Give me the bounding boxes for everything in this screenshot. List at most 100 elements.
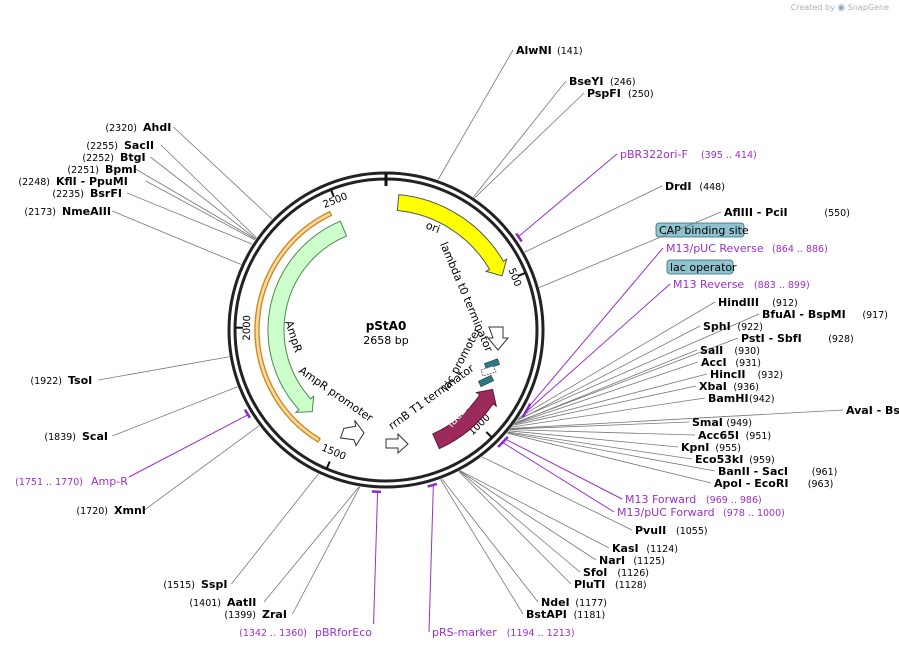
- enzyme-avai-bsobi-tspmi-xmai-name[interactable]: AvaI - BsoBI - TspMI - XmaI: [846, 404, 899, 417]
- enzyme-acc65i[interactable]: Acc65I(951): [698, 429, 771, 442]
- enzyme-bfuai-bspmi-position: (917): [862, 310, 888, 321]
- enzyme-bfuai-bspmi[interactable]: BfuAI - BspMI (917): [762, 308, 888, 321]
- primer-m13-reverse-name[interactable]: M13 Reverse: [673, 278, 744, 291]
- features: [254, 194, 508, 450]
- enzyme-sspi-name[interactable]: SspI: [201, 578, 227, 591]
- primer-m13-reverse[interactable]: M13 Reverse(883 .. 899): [673, 278, 810, 291]
- primer-m13-puc-forward[interactable]: M13/pUC Forward(978 .. 1000): [617, 506, 785, 519]
- enzyme-eco53ki-name[interactable]: Eco53kI: [695, 453, 743, 466]
- enzyme-drdi-name[interactable]: DrdI: [665, 180, 692, 193]
- enzyme-apoi-ecori-name[interactable]: ApoI - EcoRI: [714, 477, 788, 490]
- enzyme-apoi-ecori[interactable]: ApoI - EcoRI(963): [714, 477, 833, 490]
- primer-prs-marker-name[interactable]: pRS-marker: [432, 626, 497, 639]
- enzyme-bsrfi-name[interactable]: BsrFI: [90, 187, 122, 200]
- enzyme-pspfi[interactable]: PspFI(250): [587, 87, 654, 100]
- enzyme-ndei[interactable]: NdeI(1177): [541, 596, 607, 609]
- enzyme-eco53ki[interactable]: Eco53kI(959): [695, 453, 775, 466]
- primer-m13-puc-reverse[interactable]: M13/pUC Reverse(864 .. 886): [666, 242, 828, 255]
- enzyme-banii-saci[interactable]: BanII - SacI(961): [718, 465, 837, 478]
- enzyme-acci-name[interactable]: AccI: [701, 356, 727, 369]
- enzyme-ndei-name[interactable]: NdeI: [541, 596, 570, 609]
- primer-amp-r[interactable]: Amp-R(1751 .. 1770): [15, 475, 128, 488]
- enzyme-sphi[interactable]: SphI(922): [703, 320, 763, 333]
- enzyme-nmeaiii-name[interactable]: NmeAIII: [62, 205, 111, 218]
- enzyme-afliii-pcii-name[interactable]: AflIII - PciI: [724, 206, 788, 219]
- enzyme-sacii[interactable]: SacII(2255): [86, 139, 154, 152]
- primer-amp-r-name[interactable]: Amp-R: [91, 475, 128, 488]
- enzyme-drdi[interactable]: DrdI(448): [665, 180, 725, 193]
- primer-pbr322ori-f-name[interactable]: pBR322ori-F: [620, 148, 688, 161]
- enzyme-nmeaiii[interactable]: NmeAIII(2173): [24, 205, 111, 218]
- enzyme-kasi[interactable]: KasI(1124): [612, 542, 678, 555]
- primer-m13-forward[interactable]: M13 Forward(969 .. 986): [625, 493, 762, 506]
- primer-prs-marker[interactable]: pRS-marker(1194 .. 1213): [432, 626, 575, 639]
- enzyme-psti-sbfi[interactable]: PstI - SbfI(928): [741, 332, 854, 345]
- enzyme-sfoi-name[interactable]: SfoI: [583, 566, 607, 579]
- enzyme-bamhi[interactable]: BamHI(942): [708, 392, 775, 405]
- enzyme-afliii-pcii[interactable]: AflIII - PciI(550): [724, 206, 850, 219]
- enzyme-pvuii-name[interactable]: PvuII: [635, 524, 666, 537]
- enzyme-pvuii[interactable]: PvuII(1055): [635, 524, 708, 537]
- enzyme-bstapi[interactable]: BstAPI(1181): [526, 608, 605, 621]
- enzyme-pspfi-name[interactable]: PspFI: [587, 87, 621, 100]
- enzyme-tsoi[interactable]: TsoI(1922): [30, 374, 92, 387]
- enzyme-btgi[interactable]: BtgI(2252): [82, 151, 145, 164]
- enzyme-pluti[interactable]: PluTI(1128): [574, 578, 647, 591]
- enzyme-xbai-name[interactable]: XbaI: [699, 380, 727, 393]
- enzyme-bsrfi[interactable]: BsrFI(2235): [52, 187, 122, 200]
- enzyme-bamhi-name[interactable]: BamHI: [708, 392, 749, 405]
- enzyme-acci[interactable]: AccI(931): [701, 356, 761, 369]
- enzyme-smai-name[interactable]: SmaI: [692, 416, 723, 429]
- enzyme-alwni-name[interactable]: AlwNI: [516, 44, 552, 57]
- enzyme-ahdi-name[interactable]: AhdI: [143, 121, 171, 134]
- enzyme-kfli-ppumi[interactable]: KflI - PpuMI(2248): [18, 175, 127, 188]
- primer-pbr322ori-f[interactable]: pBR322ori-F(395 .. 414): [620, 148, 757, 161]
- enzyme-bseyi[interactable]: BseYI(246): [569, 75, 636, 88]
- enzyme-banii-saci-name[interactable]: BanII - SacI: [718, 465, 788, 478]
- enzyme-hindiii-name[interactable]: HindIII: [718, 296, 759, 309]
- enzyme-zrai-name[interactable]: ZraI: [262, 608, 287, 621]
- enzyme-acc65i-name[interactable]: Acc65I: [698, 429, 739, 442]
- primer-m13-puc-forward-name[interactable]: M13/pUC Forward: [617, 506, 715, 519]
- enzyme-hindiii[interactable]: HindIII(912): [718, 296, 798, 309]
- enzyme-sacii-name[interactable]: SacII: [124, 139, 154, 152]
- enzyme-xmni[interactable]: XmnI(1720): [76, 504, 145, 517]
- enzyme-xbai[interactable]: XbaI(936): [699, 380, 759, 393]
- enzyme-btgi-name[interactable]: BtgI: [120, 151, 146, 164]
- enzyme-sphi-name[interactable]: SphI: [703, 320, 731, 333]
- enzyme-kfli-ppumi-name[interactable]: KflI - PpuMI: [56, 175, 128, 188]
- enzyme-hincii[interactable]: HincII(932): [710, 368, 783, 381]
- enzyme-sali[interactable]: SalI(930): [700, 344, 760, 357]
- enzyme-alwni[interactable]: AlwNI(141): [516, 44, 583, 57]
- enzyme-aatii-name[interactable]: AatII: [227, 596, 256, 609]
- enzyme-bpmi-name[interactable]: BpmI: [105, 163, 137, 176]
- enzyme-kpni-name[interactable]: KpnI: [681, 441, 709, 454]
- enzyme-bfuai-bspmi-name[interactable]: BfuAI - BspMI: [762, 308, 846, 321]
- enzyme-aatii[interactable]: AatII(1401): [189, 596, 256, 609]
- enzyme-avai-bsobi-tspmi-xmai[interactable]: AvaI - BsoBI - TspMI - XmaI(947): [846, 404, 899, 417]
- enzyme-bseyi-name[interactable]: BseYI: [569, 75, 603, 88]
- enzyme-sali-name[interactable]: SalI: [700, 344, 723, 357]
- enzyme-nari[interactable]: NarI(1125): [599, 554, 665, 567]
- enzyme-hincii-name[interactable]: HincII: [710, 368, 746, 381]
- enzyme-zrai[interactable]: ZraI(1399): [224, 608, 287, 621]
- enzyme-ahdi[interactable]: AhdI(2320): [105, 121, 171, 134]
- enzyme-tsoi-name[interactable]: TsoI: [68, 374, 92, 387]
- enzyme-smai[interactable]: SmaI(949): [692, 416, 752, 429]
- enzyme-bstapi-name[interactable]: BstAPI: [526, 608, 567, 621]
- primer-pbrforeco-name[interactable]: pBRforEco: [315, 626, 372, 639]
- enzyme-nari-name[interactable]: NarI: [599, 554, 625, 567]
- enzyme-xmni-name[interactable]: XmnI: [114, 504, 146, 517]
- enzyme-sfoi[interactable]: SfoI(1126): [583, 566, 649, 579]
- enzyme-scai-name[interactable]: ScaI: [82, 430, 108, 443]
- enzyme-sspi[interactable]: SspI(1515): [163, 578, 227, 591]
- primer-m13-forward-name[interactable]: M13 Forward: [625, 493, 696, 506]
- primer-m13-puc-reverse-name[interactable]: M13/pUC Reverse: [666, 242, 764, 255]
- primer-pbrforeco[interactable]: pBRforEco(1342 .. 1360): [239, 626, 372, 639]
- enzyme-kasi-name[interactable]: KasI: [612, 542, 639, 555]
- enzyme-pluti-name[interactable]: PluTI: [574, 578, 605, 591]
- enzyme-scai[interactable]: ScaI(1839): [44, 430, 108, 443]
- enzyme-psti-sbfi-name[interactable]: PstI - SbfI: [741, 332, 802, 345]
- enzyme-bpmi[interactable]: BpmI(2251): [67, 163, 136, 176]
- enzyme-kpni[interactable]: KpnI(955): [681, 441, 741, 454]
